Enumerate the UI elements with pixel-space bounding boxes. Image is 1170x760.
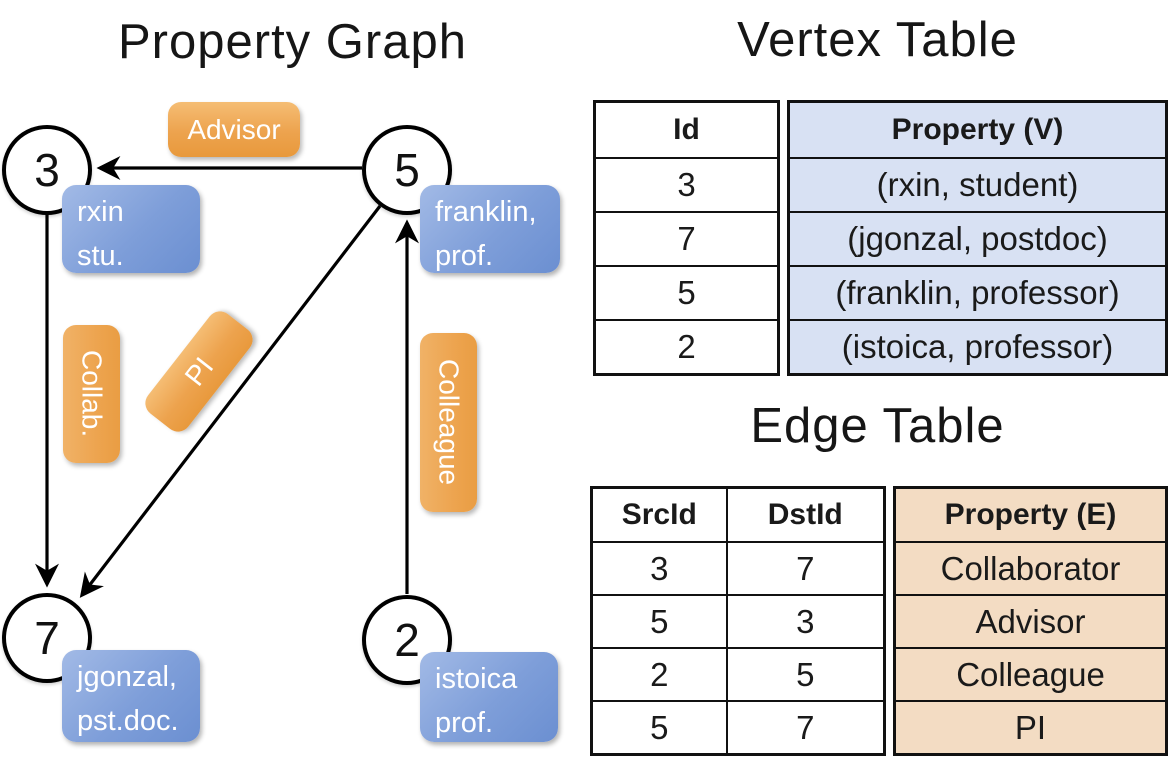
table-row: 5 7	[590, 700, 886, 756]
vertex-property-cell: (franklin, professor)	[787, 265, 1168, 321]
table-row: Colleague	[893, 647, 1168, 702]
edge-label-colleague: Colleague	[420, 333, 477, 512]
vertex-node-5-label: 5	[394, 144, 420, 196]
vertex-prop-box-5: franklin, prof.	[420, 185, 560, 273]
edge-label-advisor: Advisor	[168, 102, 300, 157]
edge-property-cell: Colleague	[893, 647, 1168, 702]
vertex-prop-2-line1: istoica	[435, 663, 518, 695]
table-row: Advisor	[893, 594, 1168, 649]
vertex-property-cell: (jgonzal, postdoc)	[787, 211, 1168, 267]
table-row: 5 3	[590, 594, 886, 649]
vertex-node-5: 5	[362, 125, 452, 215]
edge-src-cell: 5	[590, 700, 728, 756]
edge-property-cell: Advisor	[893, 594, 1168, 649]
vertex-col-property-header: Property (V)	[787, 100, 1168, 159]
edge-dst-cell: 5	[725, 647, 886, 702]
vertex-col-id-header: Id	[593, 100, 780, 159]
edge-col-dst-header: DstId	[725, 486, 886, 543]
vertex-prop-3-line2: stu.	[77, 239, 124, 272]
vertex-id-cell: 5	[593, 265, 780, 321]
table-row: (rxin, student)	[787, 157, 1168, 213]
vertex-prop-box-7: jgonzal, pst.doc.	[62, 650, 200, 742]
tables-panel: Vertex Table Id 3 7 5 2 Property (V) (rx…	[585, 0, 1170, 760]
table-row: 2	[593, 319, 780, 376]
table-row: 3 7	[590, 541, 886, 596]
edge-dst-cell: 7	[725, 700, 886, 756]
edge-property-subtable: Property (E) Collaborator Advisor Collea…	[893, 486, 1168, 756]
edge-src-cell: 3	[590, 541, 728, 596]
table-row: 5	[593, 265, 780, 321]
edge-col-property-header: Property (E)	[893, 486, 1168, 543]
edge-table: SrcId DstId 3 7 5 3 2 5 5 7	[590, 486, 1168, 756]
table-row: PI	[893, 700, 1168, 756]
vertex-prop-7-line2: pst.doc.	[77, 704, 179, 737]
edge-col-src-header: SrcId	[590, 486, 728, 543]
table-row: 3	[593, 157, 780, 213]
vertex-id-subtable: Id 3 7 5 2	[593, 100, 780, 376]
vertex-prop-2-line2: prof.	[435, 706, 494, 739]
vertex-prop-box-2: istoica prof.	[420, 652, 558, 742]
vertex-node-2: 2	[362, 595, 452, 685]
vertex-prop-box-3: rxin stu.	[62, 185, 200, 273]
edge-property-cell: Collaborator	[893, 541, 1168, 596]
vertex-prop-5-line2: prof.	[435, 239, 494, 272]
vertex-table-title: Vertex Table	[737, 13, 1018, 67]
vertex-id-cell: 7	[593, 211, 780, 267]
vertex-node-7-label: 7	[34, 612, 60, 664]
vertex-id-cell: 3	[593, 157, 780, 213]
graph-edges	[35, 156, 419, 598]
table-row: (franklin, professor)	[787, 265, 1168, 321]
vertex-node-3-label: 3	[34, 144, 60, 196]
vertex-prop-3-line1: rxin	[77, 196, 124, 228]
arrow-pi-5-to-7	[79, 205, 382, 598]
vertex-id-cell: 2	[593, 319, 780, 376]
vertex-property-cell: (rxin, student)	[787, 157, 1168, 213]
vertex-prop-7-line1: jgonzal,	[77, 661, 177, 693]
edge-property-cell: PI	[893, 700, 1168, 756]
vertex-property-subtable: Property (V) (rxin, student) (jgonzal, p…	[787, 100, 1168, 376]
edge-dst-cell: 7	[725, 541, 886, 596]
property-graph-panel: Property Graph 3 5 7 2 Advisor Collab. P…	[2, 15, 560, 742]
edge-table-title: Edge Table	[750, 399, 1005, 453]
edge-dst-cell: 3	[725, 594, 886, 649]
vertex-prop-5-line1: franklin,	[435, 196, 537, 228]
vertex-node-2-label: 2	[394, 614, 420, 666]
edge-src-cell: 2	[590, 647, 728, 702]
vertex-property-cell: (istoica, professor)	[787, 319, 1168, 376]
table-row: Collaborator	[893, 541, 1168, 596]
edge-src-cell: 5	[590, 594, 728, 649]
table-row: (istoica, professor)	[787, 319, 1168, 376]
graph-title: Property Graph	[118, 15, 467, 69]
table-row: 7	[593, 211, 780, 267]
edge-label-collab: Collab.	[63, 325, 120, 463]
table-row: (jgonzal, postdoc)	[787, 211, 1168, 267]
edge-ids-subtable: SrcId DstId 3 7 5 3 2 5 5 7	[590, 486, 886, 756]
vertex-table: Id 3 7 5 2 Property (V) (rxin, student) …	[593, 100, 1168, 376]
table-row: 2 5	[590, 647, 886, 702]
